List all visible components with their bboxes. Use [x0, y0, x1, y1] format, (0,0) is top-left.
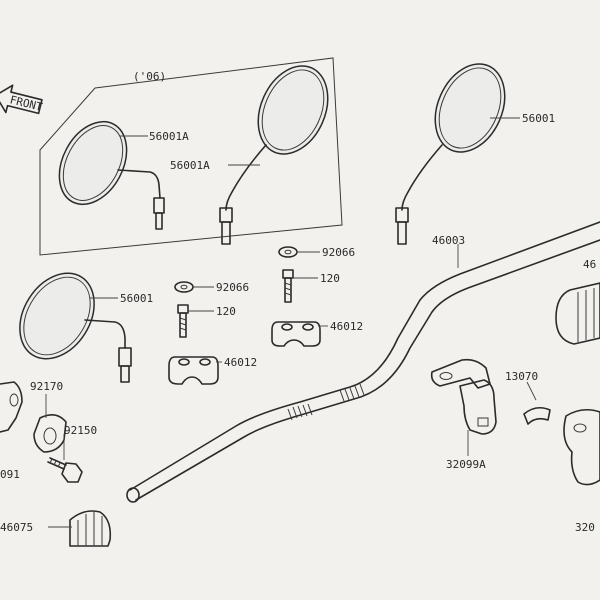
callout-labels: 56001A 56001A 56001 56001 92066 92066 12… [0, 112, 596, 534]
clip-13070 [523, 406, 551, 425]
inset-box: ('06) [39, 57, 343, 256]
mirror-inset-right [219, 65, 329, 245]
grip-left [69, 510, 112, 547]
lever-holder-left [0, 381, 23, 433]
bolt-92150 [47, 457, 83, 483]
switch-housing-32099a [430, 358, 497, 435]
label-46003: 46003 [432, 234, 465, 247]
label-46012-left: 46012 [224, 356, 257, 369]
bracket-far-right [563, 408, 600, 486]
label-46075: 46075 [0, 521, 33, 534]
label-partial-46: 46 [583, 258, 596, 271]
label-92066-left: 92066 [216, 281, 249, 294]
label-120-right: 120 [320, 272, 340, 285]
leader-lines [45, 117, 537, 528]
label-32099a: 32099A [446, 458, 486, 471]
label-56001a-upper: 56001A [149, 130, 189, 143]
label-56001-left: 56001 [120, 292, 153, 305]
label-13070: 13070 [505, 370, 538, 383]
washer-92066-right [278, 246, 298, 258]
washer-92066-left [174, 281, 194, 293]
label-partial-320: 320 [575, 521, 595, 534]
front-arrow: FRONT [0, 84, 44, 115]
label-92170: 92170 [30, 380, 63, 393]
mirror-top-right [395, 63, 506, 245]
label-120-left: 120 [216, 305, 236, 318]
label-92150: 92150 [64, 424, 97, 437]
mirror-inset-left [58, 120, 165, 230]
label-46012-right: 46012 [330, 320, 363, 333]
clamp-46012-right [271, 321, 321, 347]
label-partial-091: 091 [0, 468, 20, 481]
mirror-left [19, 272, 132, 383]
label-56001a-lower: 56001A [170, 159, 210, 172]
bolt-120-right [282, 269, 294, 303]
label-56001-top-right: 56001 [522, 112, 555, 125]
inset-year-label: ('06) [133, 70, 166, 83]
clamp-92170 [33, 414, 67, 453]
label-92066-right: 92066 [322, 246, 355, 259]
handlebar-46003 [126, 221, 600, 503]
grip-right [555, 282, 600, 345]
clamp-46012-left [168, 356, 219, 385]
bolt-120-left [177, 304, 189, 338]
